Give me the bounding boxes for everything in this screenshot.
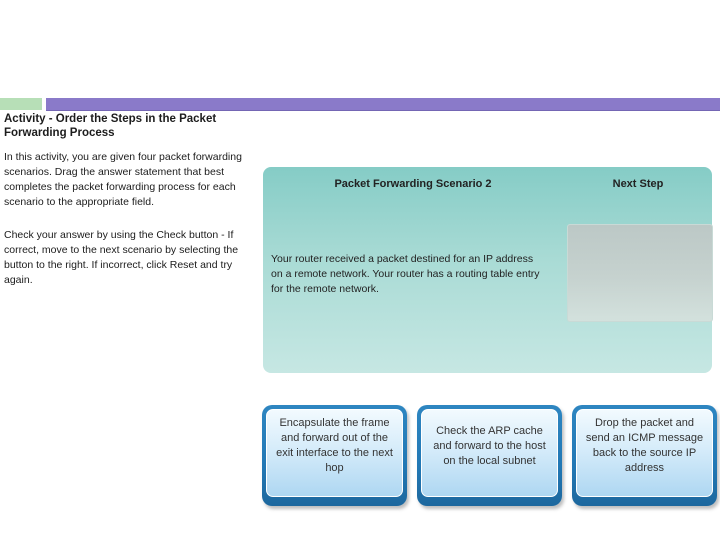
header-accent-purple-bar: [46, 98, 720, 111]
next-step-drop-zone[interactable]: [567, 224, 713, 322]
scenario-panel: Packet Forwarding Scenario 2 Next Step Y…: [263, 167, 713, 373]
answer-option-check-arp-cache[interactable]: Check the ARP cache and forward to the h…: [417, 405, 562, 506]
instruction-column: Activity - Order the Steps in the Packet…: [4, 112, 256, 306]
answer-option-encapsulate-frame[interactable]: Encapsulate the frame and forward out of…: [262, 405, 407, 506]
next-step-header: Next Step: [612, 178, 664, 190]
instructions-paragraph-2: Check your answer by using the Check but…: [4, 229, 239, 286]
answer-option-label: Drop the packet and send an ICMP message…: [576, 409, 713, 497]
instructions-paragraph-1: In this activity, you are given four pac…: [4, 151, 242, 208]
page-title: Activity - Order the Steps in the Packet…: [4, 113, 217, 139]
scenario-header: Packet Forwarding Scenario 2: [334, 178, 492, 190]
answer-option-label: Encapsulate the frame and forward out of…: [266, 409, 403, 497]
header-accent-green-bar: [0, 98, 42, 110]
scenario-description: Your router received a packet destined f…: [271, 253, 540, 295]
answer-option-drop-packet[interactable]: Drop the packet and send an ICMP message…: [572, 405, 717, 506]
answer-option-label: Check the ARP cache and forward to the h…: [421, 409, 558, 497]
